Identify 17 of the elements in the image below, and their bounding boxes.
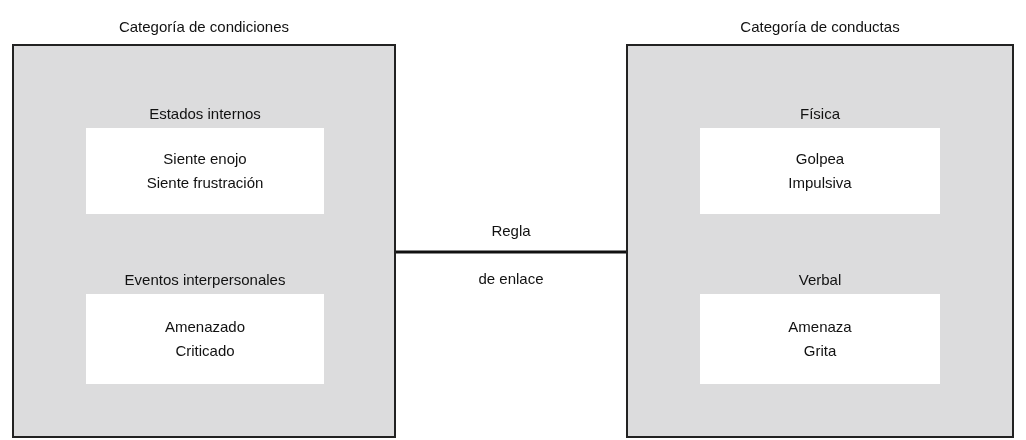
section-heading: Eventos interpersonales bbox=[123, 269, 287, 290]
section-heading: Verbal bbox=[797, 269, 843, 290]
item-text: Criticado bbox=[175, 341, 235, 361]
category-heading: Categoría de conductas bbox=[739, 16, 901, 37]
item-text: Amenazado bbox=[164, 317, 246, 337]
connector-caption: Regla bbox=[491, 222, 531, 239]
item-text: Golpea bbox=[795, 149, 845, 169]
category-heading: Categoría de condiciones bbox=[117, 16, 291, 37]
item-text: Siente enojo bbox=[163, 149, 247, 169]
connector-line bbox=[396, 250, 626, 254]
item-text: Amenaza bbox=[788, 317, 852, 337]
item-text: Siente frustración bbox=[146, 173, 264, 193]
item-text: Impulsiva bbox=[788, 173, 852, 193]
section-heading: Estados internos bbox=[148, 103, 262, 124]
item-text: Grita bbox=[803, 341, 837, 361]
section-heading: Física bbox=[799, 103, 841, 124]
connector-caption: de enlace bbox=[478, 270, 544, 287]
